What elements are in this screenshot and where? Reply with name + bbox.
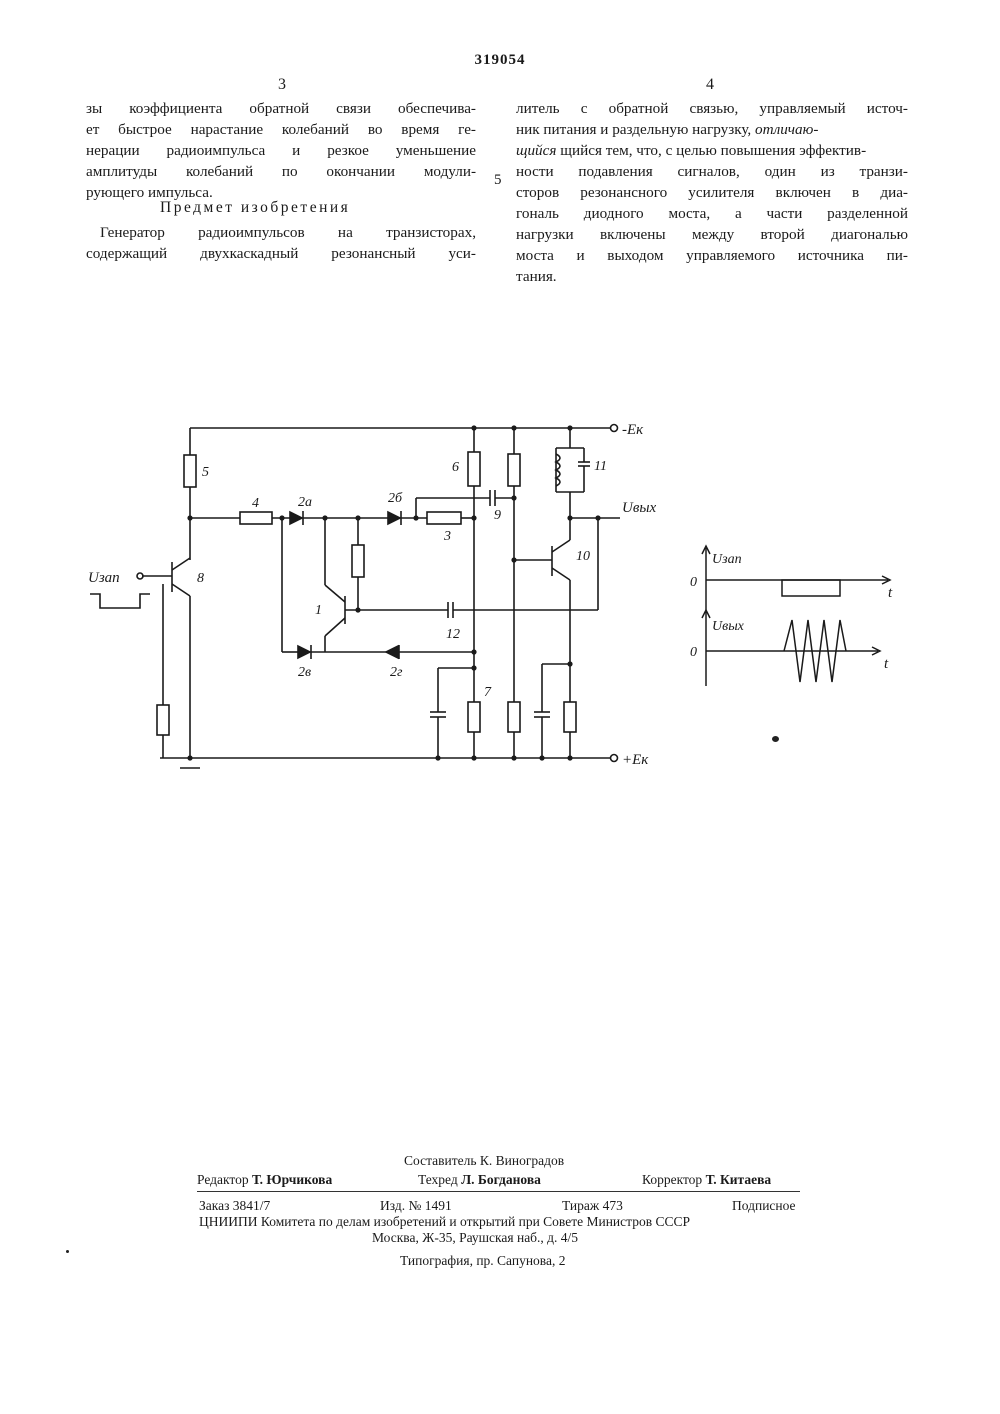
line-number-marker: 5 <box>494 172 502 189</box>
label-10: 10 <box>576 549 590 564</box>
patent-number: 319054 <box>455 52 545 69</box>
diode-2a <box>290 512 302 524</box>
footer-divider <box>197 1191 800 1192</box>
label-9: 9 <box>494 508 501 523</box>
left-column-text: зы коэффициента обратной связи обеспечив… <box>86 98 476 203</box>
label-8: 8 <box>197 571 204 586</box>
resistor-6 <box>468 452 480 486</box>
corrector-label: Корректор <box>642 1172 702 1187</box>
text-line: гональ диодного моста, а части разделенн… <box>516 203 908 224</box>
waveform-top-label: Uзап <box>712 552 742 567</box>
techred-line: Техред Л. Богданова <box>418 1172 541 1188</box>
circuit-schematic: -Eк +Eк 5 8 Uзап 4 2а 2б 3 9 <box>80 410 680 780</box>
resistor-emitter <box>564 702 576 732</box>
text-line: содержащий двухкаскадный резонансный уси… <box>86 243 476 264</box>
label-12: 12 <box>446 627 460 642</box>
printer-line: Типография, пр. Сапунова, 2 <box>400 1253 566 1269</box>
terminal <box>611 755 618 762</box>
input-label: Uзап <box>88 570 120 586</box>
section-heading: Предмет изобретения <box>160 199 350 217</box>
waveform-diagram: Uзап 0 t Uвых 0 t <box>690 540 910 690</box>
techred-label: Техред <box>418 1172 458 1187</box>
edition-number: Изд. № 1491 <box>380 1198 452 1214</box>
address-line: Москва, Ж-35, Раушская наб., д. 4/5 <box>372 1230 578 1246</box>
text-line-with-italic: щийся щийся тем, что, с целью повышения … <box>516 140 908 161</box>
waveform-bottom-label: Uвых <box>712 619 745 634</box>
input-pulse-symbol <box>90 594 150 608</box>
text-line-with-italic: ник питания и раздельную нагрузку, отлич… <box>516 119 908 140</box>
column-number-left: 3 <box>278 76 286 94</box>
corrector-name: Т. Китаева <box>706 1172 772 1187</box>
text-line: амплитуды колебаний по окончании модули- <box>86 161 476 182</box>
text-line: моста и выходом управляемого источника п… <box>516 245 908 266</box>
terminal <box>611 425 618 432</box>
label-4: 4 <box>252 496 259 511</box>
label-6: 6 <box>452 460 459 475</box>
resistor-3 <box>427 512 461 524</box>
supply-minus-label: -Eк <box>622 422 644 438</box>
label-11: 11 <box>594 459 607 474</box>
text-line: нерации радиоимпульса и резкое уменьшени… <box>86 140 476 161</box>
label-7: 7 <box>484 685 492 700</box>
text-line: нагрузки включены между второй диагональ… <box>516 224 908 245</box>
corrector-line: Корректор Т. Китаева <box>642 1172 771 1188</box>
waveform-bottom-zero: 0 <box>690 645 697 660</box>
text-line: ет быстрое нарастание колебаний во время… <box>86 119 476 140</box>
editor-label: Редактор <box>197 1172 249 1187</box>
subscription: Подписное <box>732 1198 796 1214</box>
claim-text: Генератор радиоимпульсов на транзисторах… <box>86 222 476 264</box>
resistor-7 <box>468 702 480 732</box>
junction-dots <box>187 425 600 760</box>
resistor-inner <box>352 545 364 577</box>
label-2g: 2г <box>390 665 403 680</box>
label-3: 3 <box>443 529 451 544</box>
ink-spot <box>66 1250 69 1253</box>
label-1: 1 <box>315 603 322 618</box>
label-5: 5 <box>202 465 209 480</box>
control-pulse <box>782 580 840 596</box>
resistor-bias-top <box>508 454 520 486</box>
waveform-top-zero: 0 <box>690 575 697 590</box>
text-line: тания. <box>516 266 908 287</box>
label-2v: 2в <box>298 665 311 680</box>
output-label: Uвых <box>622 500 657 516</box>
label-2a: 2а <box>298 495 312 510</box>
institute-line: ЦНИИПИ Комитета по делам изобретений и о… <box>199 1214 690 1230</box>
label-2b: 2б <box>388 491 403 506</box>
column-number-right: 4 <box>706 76 714 94</box>
ink-spot <box>772 736 779 742</box>
waveform-bottom-t: t <box>884 656 889 672</box>
text-line: литель с обратной связью, управляемый ис… <box>516 98 908 119</box>
text-fragment: щийся тем, что, с целью повышения эффект… <box>560 142 866 159</box>
resistor-4 <box>240 512 272 524</box>
text-line: зы коэффициента обратной связи обеспечив… <box>86 98 476 119</box>
italic-word: щийся <box>516 142 556 159</box>
print-run: Тираж 473 <box>562 1198 623 1214</box>
diode-2b <box>388 512 400 524</box>
diode-2v <box>298 646 310 658</box>
compiler-line: Составитель К. Виноградов <box>404 1153 564 1169</box>
techred-name: Л. Богданова <box>461 1172 541 1187</box>
italic-word: отличаю- <box>755 121 818 138</box>
diode-2g <box>386 646 398 658</box>
right-column-text: литель с обратной связью, управляемый ис… <box>516 98 908 287</box>
text-line: сторов резонансного усилителя включен в … <box>516 182 908 203</box>
editor-line: Редактор Т. Юрчикова <box>197 1172 332 1188</box>
order-number: Заказ 3841/7 <box>199 1198 270 1214</box>
waveform-top-t: t <box>888 585 893 601</box>
resistor-base <box>157 705 169 735</box>
text-line: ности подавления сигналов, один из транз… <box>516 161 908 182</box>
resistor-bias-bottom <box>508 702 520 732</box>
text-fragment: ник питания и раздельную нагрузку, <box>516 121 751 138</box>
editor-name: Т. Юрчикова <box>252 1172 332 1187</box>
supply-plus-label: +Eк <box>622 752 649 768</box>
resistor-5 <box>184 455 196 487</box>
text-line: Генератор радиоимпульсов на транзисторах… <box>86 222 476 243</box>
